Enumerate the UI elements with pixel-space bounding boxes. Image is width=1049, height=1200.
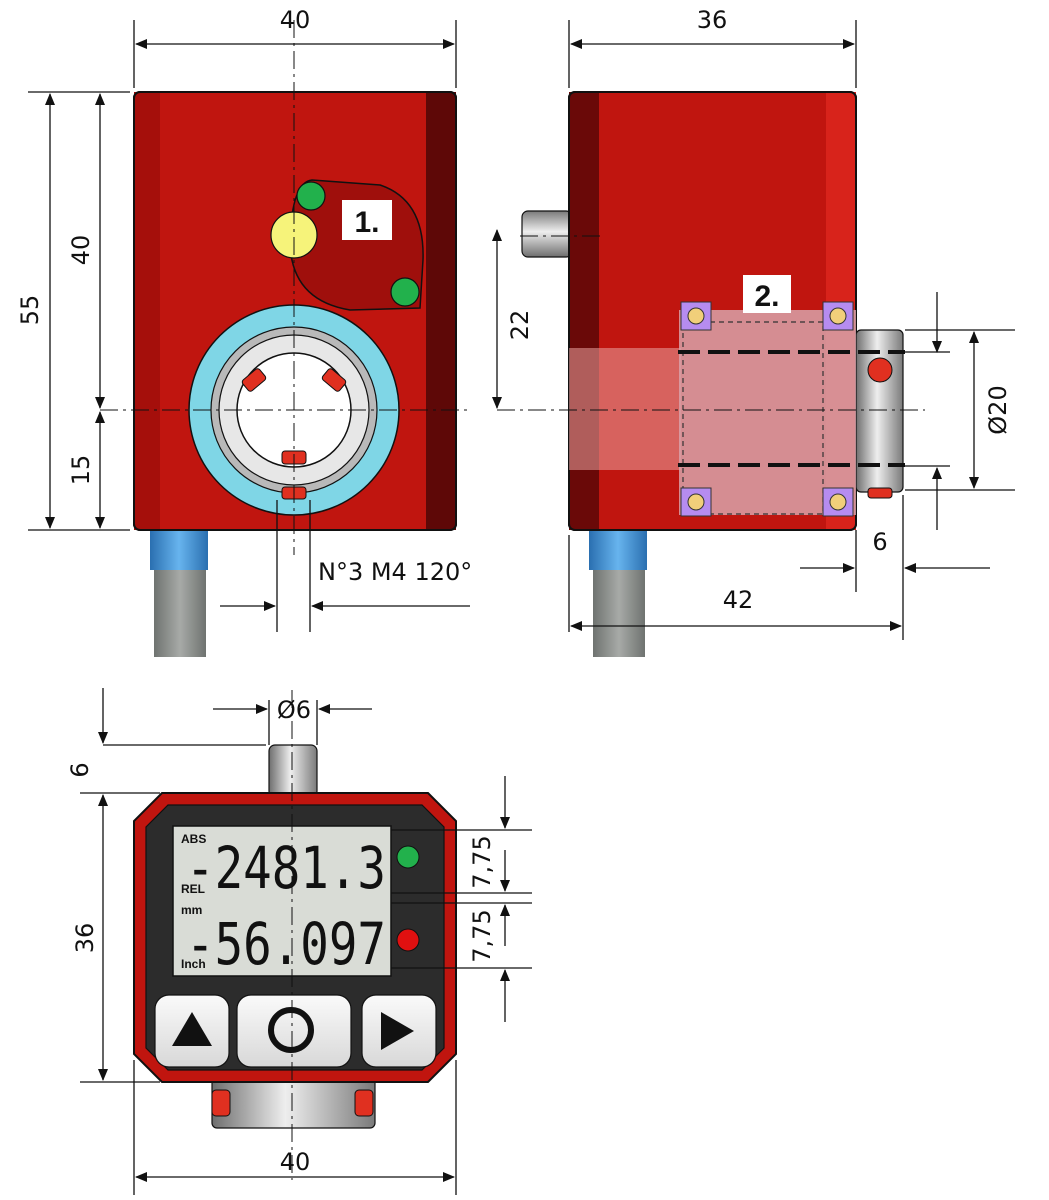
side-flange-label: 6	[872, 528, 887, 556]
circle-icon	[268, 1007, 314, 1053]
side-shaft-screw-2	[867, 487, 893, 499]
display-pin-label: Ø6	[277, 696, 311, 724]
dimensions	[28, 20, 1015, 1195]
front-hole-label: N°3 M4 120°	[318, 558, 472, 586]
front-height-label: 55	[16, 295, 44, 326]
side-cable-boot	[589, 530, 647, 570]
status-led-green	[396, 845, 420, 869]
status-led-red	[396, 928, 420, 952]
display-pin-height-label: 6	[66, 762, 94, 777]
front-view: 1.	[133, 91, 457, 657]
side-bore-window	[679, 310, 856, 515]
lcd-mm-label: mm	[181, 903, 202, 917]
side-length-label: 42	[723, 586, 754, 614]
side-callout-label: 2.	[754, 280, 779, 313]
side-screw-tl	[680, 301, 712, 331]
up-button[interactable]	[154, 994, 230, 1068]
side-bore-zone	[569, 348, 681, 470]
front-housing-edge-left	[134, 92, 160, 530]
side-shaft	[855, 329, 904, 493]
side-view: 2.	[521, 91, 905, 657]
side-cable	[593, 565, 645, 657]
display-width-label: 40	[280, 1148, 311, 1176]
side-width-label: 36	[697, 6, 728, 34]
display-shaft-screw-1	[211, 1089, 231, 1117]
lcd-abs-label: ABS	[181, 832, 206, 846]
center-button[interactable]	[236, 994, 352, 1068]
front-callout-box	[342, 200, 392, 240]
front-callout-label: 1.	[354, 206, 379, 239]
side-shaft-screw	[867, 357, 893, 383]
front-width-label: 40	[280, 6, 311, 34]
lcd-value-bottom: -56.097	[186, 910, 386, 978]
triangle-right-icon	[381, 1012, 414, 1050]
front-axis-height-label: 40	[67, 235, 95, 266]
lcd-inch-label: Inch	[181, 957, 206, 971]
side-shaft-height-label: 22	[506, 310, 534, 341]
lcd-screen	[172, 825, 392, 977]
right-button[interactable]	[361, 994, 437, 1068]
triangle-up-icon	[172, 1012, 212, 1046]
front-cable-boot	[150, 530, 208, 570]
display-spacing-label-1: 7,75	[468, 835, 496, 888]
display-pin	[268, 744, 318, 798]
front-housing-edge-right	[426, 92, 456, 530]
side-pin	[521, 210, 573, 258]
display-shaft-screw-2	[354, 1089, 374, 1117]
side-bore-label: Ø20	[984, 385, 1012, 434]
dimension-labels: 40 55 40 15 N°3 M4 120° 36 22 Ø20 6 42 Ø…	[16, 6, 1012, 1176]
display-spacing-label-2: 7,75	[468, 909, 496, 962]
front-led-green-1	[296, 181, 326, 211]
lcd-value-top: -2481.3	[186, 834, 386, 902]
side-bore-dashed	[682, 321, 824, 515]
front-cable	[154, 565, 206, 657]
side-callout-box	[743, 275, 791, 313]
front-led-green-2	[390, 277, 420, 307]
display-height-label: 36	[71, 923, 99, 954]
lcd-rel-label: REL	[181, 882, 205, 896]
center-lines	[100, 20, 925, 1180]
front-bottom-label: 15	[67, 455, 95, 486]
display-view: ABS REL mm Inch -2481.3 -56.097	[133, 744, 457, 1129]
front-screw-2	[321, 368, 347, 392]
front-screw-1	[241, 368, 267, 392]
